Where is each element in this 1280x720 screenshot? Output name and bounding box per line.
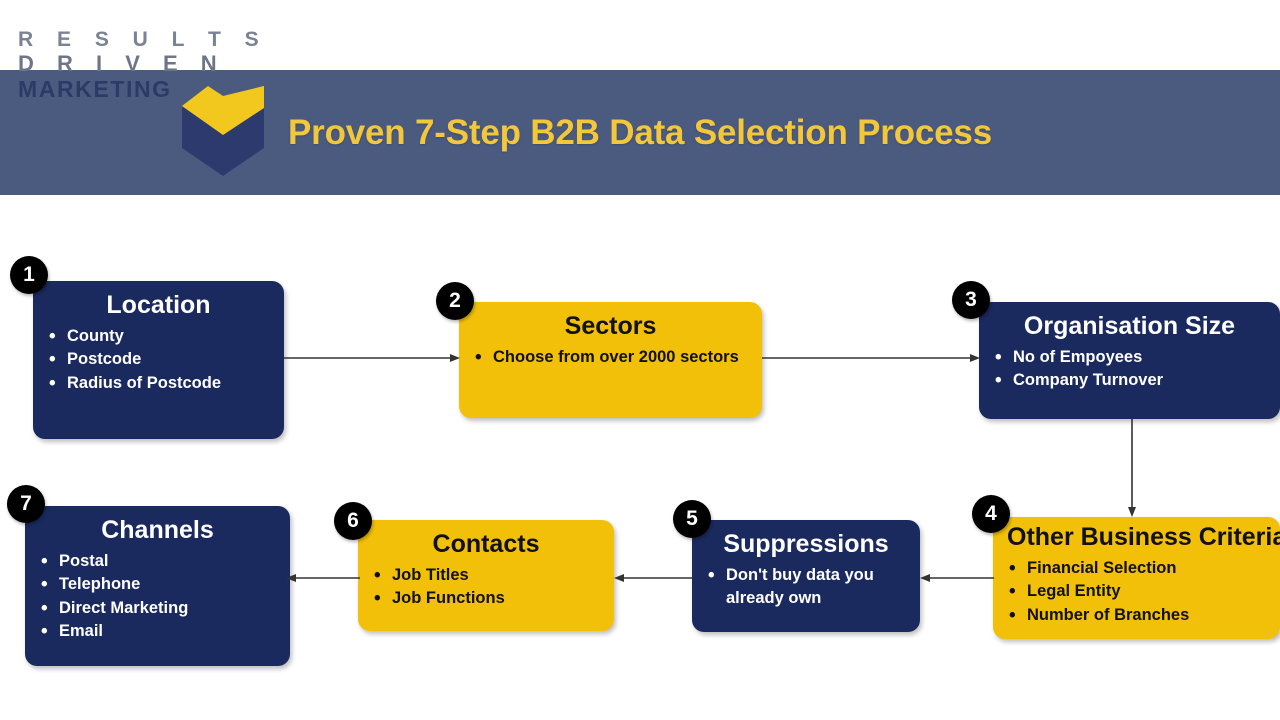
list-item: Number of Branches (1007, 603, 1266, 630)
step-7-items: Postal Telephone Direct Marketing Email (39, 549, 276, 647)
arrow-step4-to-step5 (920, 568, 994, 588)
list-item: Choose from over 2000 sectors (473, 345, 748, 372)
company-logo: R E S U L T S D R I V E N MARKETING (18, 18, 280, 112)
step-2-title: Sectors (564, 312, 657, 340)
list-item: Postal (39, 549, 276, 576)
step-badge-7: 7 (7, 485, 45, 523)
arrow-step6-to-step7 (286, 568, 360, 588)
list-item: Don't buy data you already own (706, 563, 906, 611)
step-card-2[interactable]: Sectors Choose from over 2000 sectors (459, 302, 762, 418)
step-card-6[interactable]: Contacts Job Titles Job Functions (358, 520, 614, 631)
list-item: Email (39, 619, 276, 646)
step-5-title: Suppressions (723, 530, 889, 558)
step-badge-4: 4 (972, 495, 1010, 533)
list-item: Job Functions (372, 586, 600, 613)
list-item: Radius of Postcode (47, 371, 270, 398)
step-badge-6: 6 (334, 502, 372, 540)
step-7-title: Channels (101, 516, 214, 544)
step-4-title: Other Business Criteria (1007, 523, 1280, 551)
step-5-items: Don't buy data you already own (706, 563, 906, 611)
step-badge-5: 5 (673, 500, 711, 538)
logo-line-driven: D R I V E N (18, 51, 226, 76)
step-card-3[interactable]: Organisation Size No of Empoyees Company… (979, 302, 1280, 419)
logo-line-results: R E S U L T S (18, 28, 268, 51)
step-6-title: Contacts (432, 530, 540, 558)
list-item: Postcode (47, 347, 270, 374)
list-item: County (47, 324, 270, 351)
list-item: Job Titles (372, 563, 600, 590)
step-card-5[interactable]: Suppressions Don't buy data you already … (692, 520, 920, 632)
step-card-4[interactable]: Other Business Criteria Financial Select… (993, 517, 1280, 639)
step-badge-1: 1 (10, 256, 48, 294)
list-item: No of Empoyees (993, 345, 1266, 372)
logo-line-marketing: MARKETING (18, 76, 172, 102)
chevron-checkmark-logo-icon (182, 86, 264, 181)
page-title: Proven 7-Step B2B Data Selection Process (288, 112, 992, 152)
logo-wordmark: R E S U L T S D R I V E N MARKETING (18, 29, 268, 101)
list-item: Legal Entity (1007, 579, 1266, 606)
step-badge-3: 3 (952, 281, 990, 319)
list-item: Financial Selection (1007, 556, 1266, 583)
arrow-step1-to-step2 (284, 348, 460, 368)
list-item: Direct Marketing (39, 596, 276, 623)
arrow-step5-to-step6 (614, 568, 692, 588)
list-item: Telephone (39, 572, 276, 599)
step-3-items: No of Empoyees Company Turnover (993, 345, 1266, 396)
list-item: Company Turnover (993, 368, 1266, 395)
step-4-items: Financial Selection Legal Entity Number … (1007, 556, 1266, 630)
step-card-7[interactable]: Channels Postal Telephone Direct Marketi… (25, 506, 290, 666)
step-card-1[interactable]: Location County Postcode Radius of Postc… (33, 281, 284, 439)
step-6-items: Job Titles Job Functions (372, 563, 600, 614)
arrow-step3-to-step4 (1122, 419, 1142, 517)
step-1-items: County Postcode Radius of Postcode (47, 324, 270, 398)
step-badge-2: 2 (436, 282, 474, 320)
step-3-title: Organisation Size (1023, 312, 1236, 340)
arrow-step2-to-step3 (762, 348, 980, 368)
step-1-title: Location (106, 291, 211, 319)
step-2-items: Choose from over 2000 sectors (473, 345, 748, 372)
